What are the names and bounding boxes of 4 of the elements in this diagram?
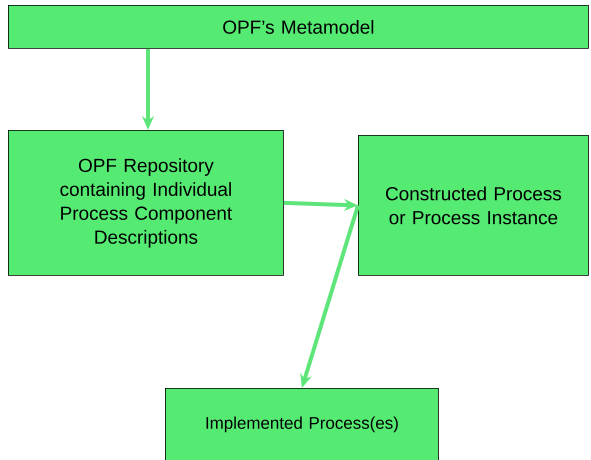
process-box: Constructed Process or Process Instance <box>358 135 589 276</box>
process-box: Implemented Process(es) <box>165 388 439 460</box>
process-box: OPF’s Metamodel <box>8 5 589 49</box>
process-box: OPF Repository containing Individual Process Component Descriptions <box>8 130 284 276</box>
